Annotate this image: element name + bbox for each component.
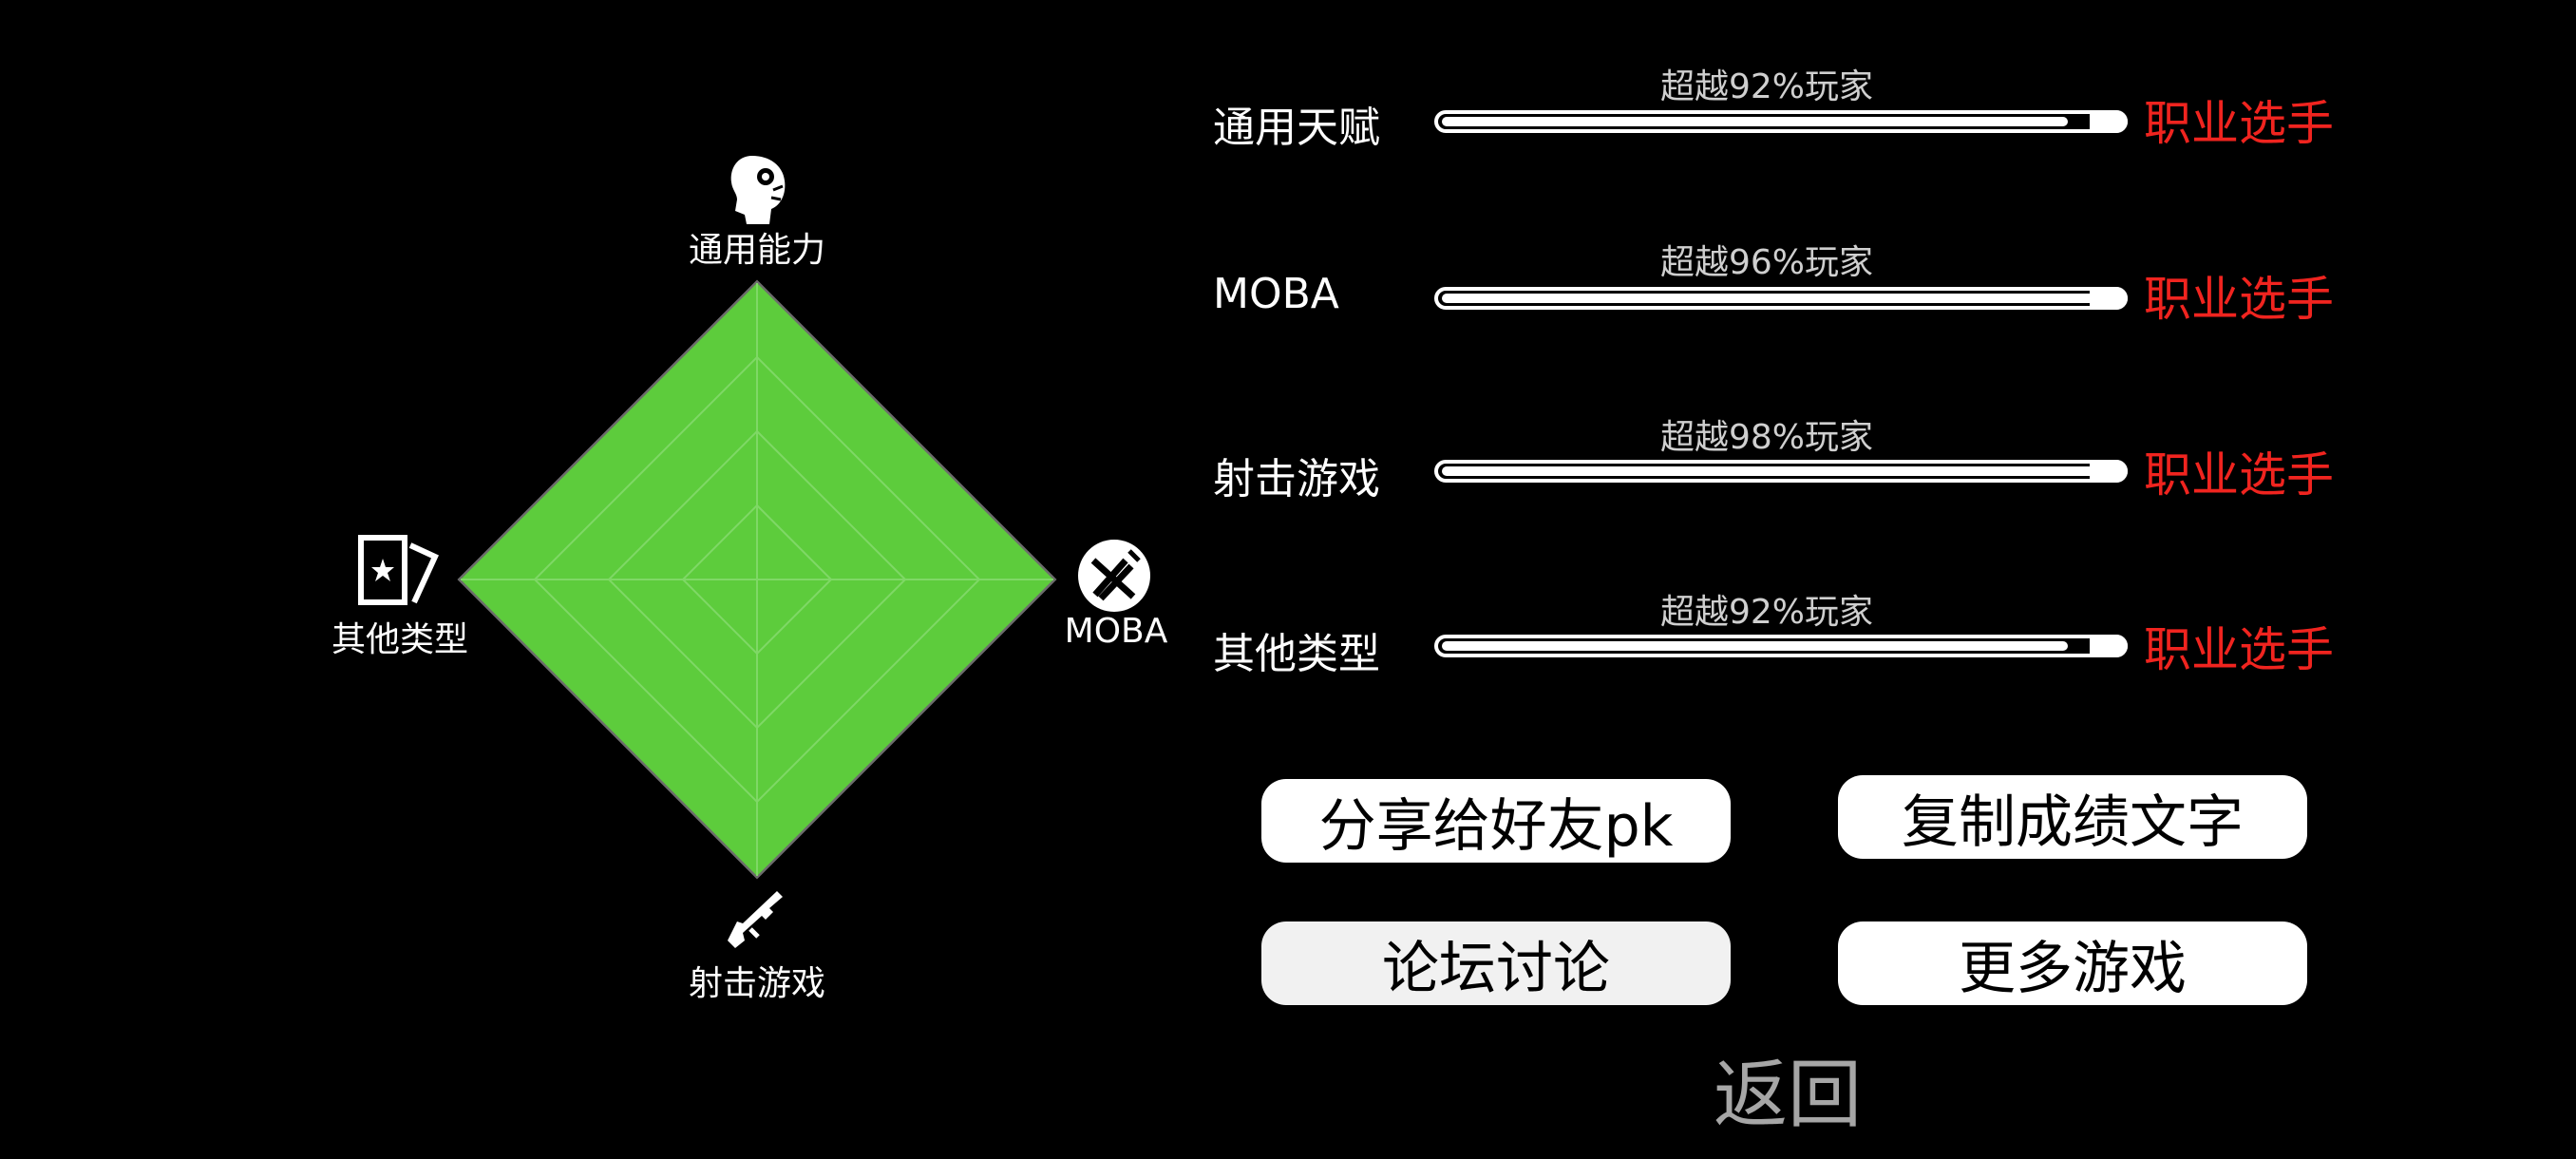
rank-label: 职业选手 [2144, 622, 2334, 677]
stat-label: 通用天赋 [1213, 104, 1380, 152]
radar-label-other: 其他类型 [331, 620, 469, 659]
radar-chart [457, 279, 1057, 880]
stat-label: MOBA [1213, 270, 1339, 318]
stat-label: 其他类型 [1213, 630, 1380, 678]
rank-label: 职业选手 [2144, 96, 2334, 151]
radar-label-general: 通用能力 [688, 231, 826, 270]
progress-bar [1434, 460, 2128, 483]
gun-icon [728, 891, 783, 948]
progress-bar [1434, 110, 2128, 133]
progress-fill [1442, 117, 2068, 126]
rank-label: 职业选手 [2144, 272, 2334, 327]
radar-label-moba: MOBA [1064, 612, 1168, 651]
stat-label: 射击游戏 [1213, 455, 1380, 504]
progress-bar [1434, 287, 2128, 310]
copy-results-button[interactable]: 复制成绩文字 [1838, 775, 2307, 859]
crossed-swords-icon [1078, 540, 1150, 612]
more-games-button[interactable]: 更多游戏 [1838, 922, 2307, 1005]
progress-bar [1434, 635, 2128, 657]
radar-label-shooter: 射击游戏 [688, 964, 826, 1003]
progress-fill [1442, 294, 2095, 303]
rank-label: 职业选手 [2144, 447, 2334, 503]
share-button[interactable]: 分享给好友pk [1261, 779, 1731, 863]
progress-fill [1442, 641, 2068, 651]
forum-button[interactable]: 论坛讨论 [1261, 922, 1731, 1005]
head-gear-icon [730, 156, 786, 224]
progress-fill [1442, 466, 2109, 476]
star-cards-icon [358, 535, 439, 605]
